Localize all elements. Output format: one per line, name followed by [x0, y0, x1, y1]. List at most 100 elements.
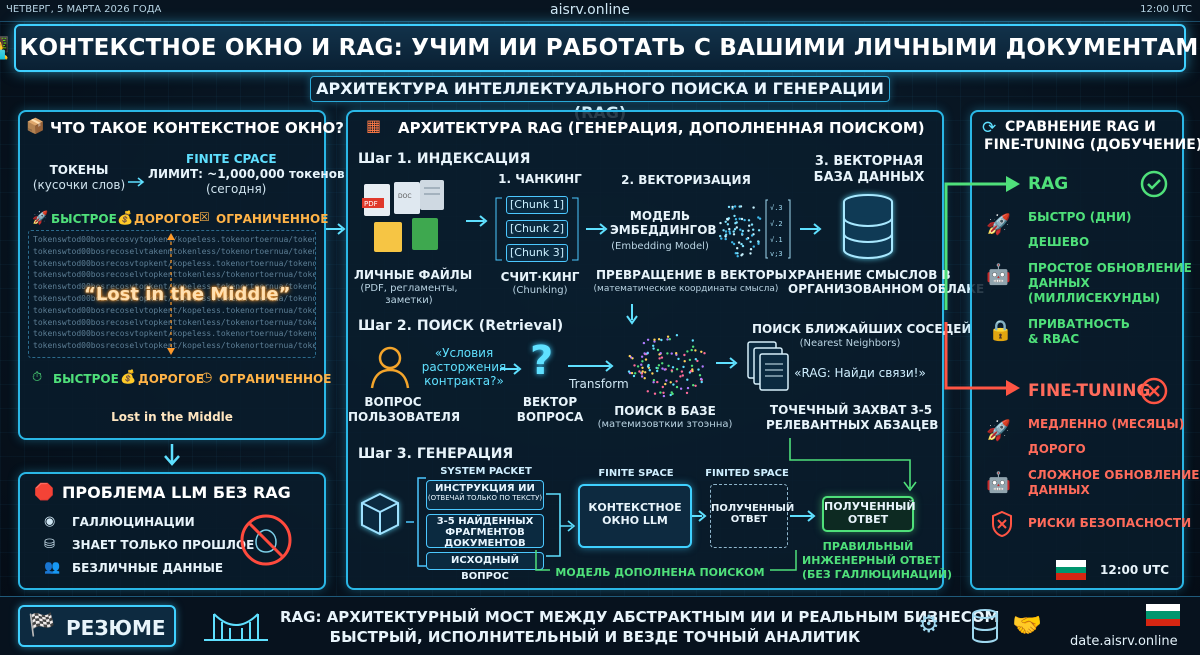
capture-1: ТОЧЕЧНЫЙ ЗАХВАТ 3-5 — [769, 403, 933, 417]
brick-wall-icon: ▦ — [366, 116, 382, 135]
token-line: tokenswtod00bosrecosvtopkent/kopeless.to… — [33, 258, 316, 268]
ctx-llm-1: КОНТЕКСТНОЕ — [588, 501, 682, 514]
token-line: tokenswtod00bosrecoselvtopkenttokenless/… — [33, 317, 316, 327]
footer-line-1: RAG: АРХИТЕКТУРНЫЙ МОСТ МЕЖДУ АБСТРАКТНЫ… — [280, 608, 1000, 626]
chunk-3: [Chunk 3] — [506, 244, 568, 262]
expensive-label-2: ДОРОГОЕ — [138, 372, 204, 386]
packet-bracket — [406, 477, 426, 567]
token-line: tokenswtod00bosrecoselvtakenmtokenless/t… — [33, 246, 316, 256]
query-vector-2: ВОПРОСА — [516, 410, 584, 424]
time-label: 12:00 UTC — [1140, 4, 1192, 15]
ft-item-update-1: СЛОЖНОЕ ОБНОВЛЕНИЕ — [1028, 468, 1200, 482]
problem-item-3: БЕЗЛИЧНЫЕ ДАННЫЕ — [72, 561, 224, 575]
flag-footer-icon — [1146, 604, 1180, 626]
correct-3: (БЕЗ ГАЛЛЮЦИНАЦИЙ) — [802, 568, 953, 581]
rag-item-privacy-1: ПРИВАТНОСТЬ — [1028, 317, 1130, 331]
user-question-1: ВОПРОС — [364, 395, 422, 409]
fragments-box: 3-5 НАЙДЕННЫХ ФРАГМЕНТОВ ДОКУМЕНТОВ — [426, 514, 544, 549]
search-label: ПОИСК В БАЗЕ — [614, 404, 716, 418]
compare-title-1: СРАВНЕНИЕ RAG И — [1005, 119, 1156, 135]
chunking-title: 1. ЧАНКИНГ — [498, 172, 582, 186]
finite-space-label: FINITE CPACE — [186, 152, 277, 166]
ft-heading: FINE-TUNING — [1028, 381, 1151, 401]
fast-label: БЫСТРОЕ — [51, 212, 117, 226]
context-window-panel — [18, 110, 326, 440]
token-line: tokenswtod00bosrecosvtopkent/kopeless.to… — [33, 282, 316, 292]
user-icon — [370, 346, 410, 389]
transform-arrow — [568, 360, 614, 372]
final-2: ОТВЕТ — [847, 513, 889, 526]
step1-label: Шаг 1. ИНДЕКСАЦИЯ — [358, 151, 531, 167]
svg-text:√.2: √.2 — [770, 220, 783, 228]
fast-label-2: БЫСТРОЕ — [53, 372, 119, 386]
footer-site[interactable]: date.aisrv.online — [1070, 634, 1178, 649]
x-circle-icon — [1140, 377, 1168, 405]
step1-to-step2-arrow — [626, 304, 638, 325]
bridge-icon — [204, 613, 268, 641]
problem-item-1: ГАЛЛЮЦИНАЦИИ — [72, 515, 195, 529]
search-sub: (матемизовткии зтоэнна) — [597, 419, 733, 430]
expensive-label: ДОРОГОЕ — [134, 212, 200, 226]
top-bar: ЧЕТВЕРГ, 5 МАРТА 2026 ГОДА aisrv.online … — [0, 0, 1200, 22]
transform-label: Transform — [569, 377, 629, 391]
svg-text:√.3: √.3 — [770, 204, 783, 212]
token-line: tokenswtod00bosrecoselvtopkenttokenless/… — [33, 270, 316, 280]
limited-label-2: ОГРАНИЧЕННОЕ — [219, 372, 332, 386]
svg-text:√.1: √.1 — [770, 236, 783, 244]
context-window-llm: КОНТЕКСТНОЕ ОКНО LLM — [578, 484, 692, 548]
limit-sub: (сегодня) — [206, 182, 267, 196]
title-banner: 👨‍💻 КОНТЕКСТНОЕ ОКНО И RAG: УЧИМ ИИ РАБО… — [0, 24, 1200, 72]
package-icon — [361, 492, 399, 536]
rag-heading: RAG — [1028, 174, 1069, 194]
files-label: ЛИЧНЫЕ ФАЙЛЫ — [354, 268, 473, 282]
problem-panel — [18, 472, 326, 590]
rocket-icon: 🚀 — [32, 211, 49, 226]
gears-icon: ⚙ — [918, 610, 940, 638]
money-icon: 💰 — [120, 370, 137, 385]
step2-label: Шаг 2. ПОИСК (Retrieval) — [358, 318, 564, 334]
query-text-1: «Условия — [434, 346, 494, 360]
resume-button[interactable]: 🏁 РЕЗЮМЕ — [18, 605, 176, 647]
rag-item-update-2: ДАННЫХ — [1028, 276, 1090, 290]
ans-2: ОТВЕТ — [730, 514, 768, 525]
fragments-1: 3-5 НАЙДЕННЫХ — [436, 516, 534, 527]
ans-1: ПОЛУЧЕННЫЙ — [711, 503, 795, 514]
rag-green-arrow — [944, 176, 1020, 310]
footer-line-2: БЫСТРЫЙ, ИСПОЛНИТЕЛЬНЫЙ И ВЕЗДЕ ТОЧНЫЙ А… — [329, 628, 861, 646]
instruction-box: ИНСТРУКЦИЯ ИИ (ОТВЕЧАЙ ТОЛЬКО ПО ТЕКСТУ) — [426, 480, 544, 510]
vectorization-title: 2. ВЕКТОРИЗАЦИЯ — [621, 173, 751, 187]
correct-1: ПРАВИЛЬНЫЙ — [822, 540, 914, 553]
augmented-label: МОДЕЛЬ ДОПОЛНЕНА ПОИСКОМ — [550, 566, 770, 579]
original-question-box: ИСХОДНЫЙ ВОПРОС — [426, 552, 544, 582]
tokens-label: ТОКЕНЫ — [49, 163, 109, 177]
rag-item-update-1: ПРОСТОЕ ОБНОВЛЕНИЕ — [1028, 261, 1192, 275]
site-label[interactable]: aisrv.online — [550, 2, 630, 18]
footer-bar — [0, 596, 1200, 655]
chunk-bracket-right — [572, 197, 579, 261]
problem-item-2: ЗНАЕТ ТОЛЬКО ПРОШЛОЕ — [72, 538, 255, 552]
packet-to-context-arrows — [546, 493, 576, 557]
answer-to-final-arrow — [790, 510, 816, 522]
chunking-sub: (Chunking) — [512, 285, 568, 296]
final-1: ПОЛУЧЕННЫЙ — [824, 500, 916, 513]
checkered-flag-icon: 🏁 — [28, 613, 56, 638]
svg-text:DOC: DOC — [398, 193, 412, 200]
box-icon: 📦 — [26, 117, 45, 135]
rag-item-update-3: (МИЛЛИСЕКУНДЫ) — [1028, 291, 1161, 305]
query-text-2: расторжения — [421, 360, 507, 374]
documents-stack-icon — [747, 341, 789, 391]
vector-db-title-2: БАЗА ДАННЫХ — [813, 170, 925, 185]
system-packet-label: SYSTEM PACKET — [440, 466, 532, 477]
rag-title: АРХИТЕКТУРА RAG (ГЕНЕРАЦИЯ, ДОПОЛНЕННАЯ … — [398, 119, 925, 137]
rag-item-cheap: ДЕШЕВО — [1028, 235, 1090, 249]
page-title: КОНТЕКСТНОЕ ОКНО И RAG: УЧИМ ИИ РАБОТАТЬ… — [19, 35, 1200, 61]
chunk-2: [Chunk 2] — [506, 220, 568, 238]
db-label-2: ОРГАНИЗОВАННОМ ОБЛАКЕ — [788, 282, 985, 296]
embedding-model-1: МОДЕЛЬ — [629, 209, 691, 223]
down-arrow-icon — [164, 444, 180, 466]
rag-item-privacy-2: & RBAC — [1028, 332, 1080, 346]
database-footer-icon — [972, 609, 998, 644]
vector-db-title-1: 3. ВЕКТОРНАЯ — [814, 154, 924, 169]
correct-2: ИНЖЕНЕРНЫЙ ОТВЕТ — [802, 554, 941, 567]
problem-title: ПРОБЛЕМА LLM БЕЗ RAG — [62, 483, 291, 502]
